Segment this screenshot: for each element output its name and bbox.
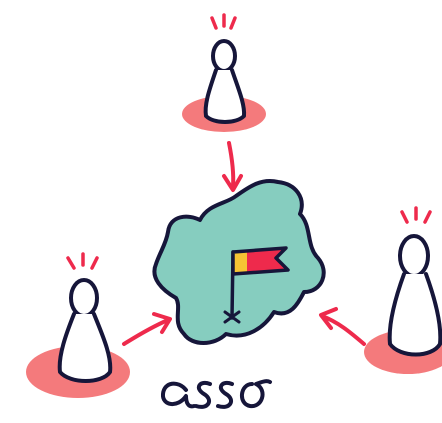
person-left (60, 254, 111, 381)
attention-marks (68, 254, 97, 268)
arrow-top (229, 143, 233, 186)
caption-asso (163, 381, 270, 407)
attention-marks (212, 15, 235, 28)
person-top (206, 15, 244, 122)
person-icon (60, 280, 111, 381)
person-icon (390, 236, 441, 355)
person-icon (206, 41, 244, 122)
arrow-right (322, 316, 364, 344)
caption-text: asso (0, 0, 3, 1)
person-right (390, 208, 441, 355)
attention-marks (402, 208, 430, 222)
